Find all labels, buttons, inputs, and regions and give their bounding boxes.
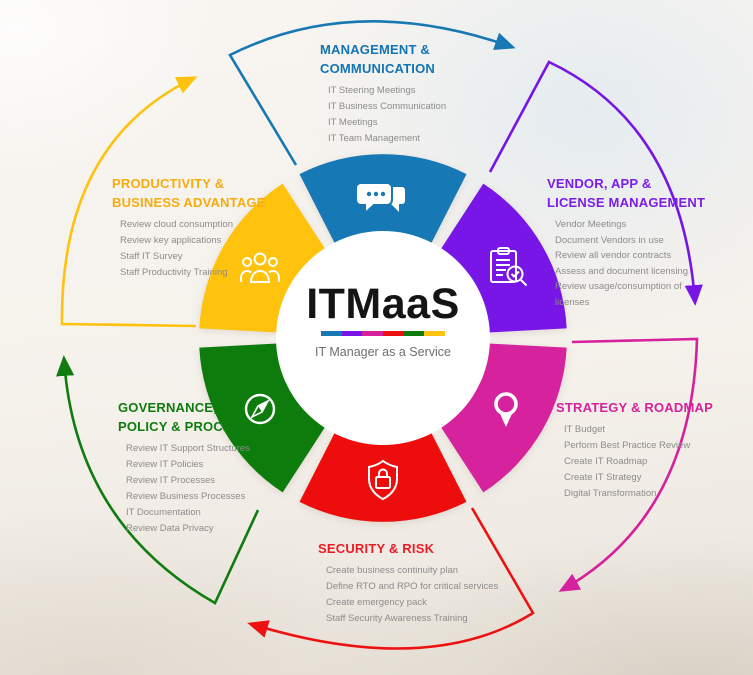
section-items: Review IT Support Structures Review IT P… [118, 441, 250, 537]
arrow-magenta [558, 337, 699, 592]
list-item: IT Steering Meetings [328, 85, 416, 96]
divider-segment [321, 331, 342, 336]
list-item: IT Business Communication [328, 101, 447, 112]
section-strategy-roadmap: STRATEGY & ROADMAP IT Budget Perform Bes… [556, 398, 713, 502]
list-item: IT Team Management [328, 133, 421, 144]
section-title: PRODUCTIVITY & BUSINESS ADVANTAGE [112, 176, 266, 210]
list-item: Staff IT Survey [120, 251, 183, 262]
list-item: IT Meetings [328, 117, 378, 128]
list-item: Digital Transformation [564, 488, 657, 499]
list-item: Create IT Roadmap [564, 456, 648, 467]
arrow-red [247, 507, 535, 650]
center-circle [276, 231, 490, 445]
segment-productivity-business [199, 183, 326, 333]
divider-segment [424, 331, 446, 336]
section-items: IT Steering Meetings IT Business Communi… [320, 83, 446, 147]
section-title: STRATEGY & ROADMAP [556, 400, 713, 415]
list-item: Create IT Strategy [564, 472, 642, 483]
clipboard-search-icon [490, 247, 528, 287]
section-governance-policy-process: GOVERNANCE, POLICY & PROCESS Review IT S… [118, 398, 250, 537]
arrow-green [56, 355, 260, 605]
segment-governance-policy [199, 343, 326, 493]
diagram-subtitle: IT Manager as a Service [315, 345, 451, 359]
section-items: Create business continuity plan Define R… [318, 563, 498, 627]
section-management-communication: MANAGEMENT & COMMUNICATION IT Steering M… [320, 40, 446, 147]
section-title: MANAGEMENT & COMMUNICATION [320, 42, 436, 76]
list-item: Perform Best Practice Review [564, 440, 691, 451]
section-vendor-app-license: VENDOR, APP & LICENSE MANAGEMENT Vendor … [547, 174, 711, 310]
center-divider [321, 331, 446, 336]
list-item: Vendor Meetings [555, 219, 627, 230]
people-group-icon [240, 252, 280, 283]
divider-segment [403, 331, 425, 336]
section-productivity-business: PRODUCTIVITY & BUSINESS ADVANTAGE Review… [112, 174, 266, 281]
shield-lock-icon [368, 459, 398, 501]
divider-segment [341, 331, 363, 336]
section-title: GOVERNANCE, POLICY & PROCESS [118, 400, 250, 434]
cycle-arrows [56, 20, 703, 650]
section-items: Vendor Meetings Document Vendors in use … [547, 217, 711, 310]
divider-segment [362, 331, 384, 336]
section-items: IT Budget Perform Best Practice Review C… [556, 422, 713, 502]
list-item: Document Vendors in use [555, 234, 664, 246]
list-item: Review IT Processes [126, 475, 216, 486]
chat-bubbles-icon [355, 182, 405, 216]
section-title: SECURITY & RISK [318, 541, 435, 556]
segment-vendor-app-license [440, 183, 567, 333]
list-item: Review cloud consumption [120, 219, 234, 230]
list-item: Review key applications [120, 235, 222, 246]
divider-segment [383, 331, 404, 336]
map-pin-icon [494, 392, 518, 427]
list-item: Define RTO and RPO for critical services [326, 581, 499, 592]
list-item: Review IT Support Structures [126, 443, 250, 454]
center-label: ITMaaS IT Manager as a Service [273, 281, 493, 359]
list-item: Review Business Processes [126, 491, 246, 502]
list-item: IT Budget [564, 424, 606, 435]
list-item: Review IT Policies [126, 459, 204, 470]
list-item: Create business continuity plan [326, 565, 459, 576]
diagram-title: ITMaaS [306, 280, 460, 328]
arrow-yellow [60, 76, 198, 328]
section-security-risk: SECURITY & RISK Create business continui… [318, 539, 498, 627]
list-item: Review all vendor contracts [555, 250, 672, 261]
arrow-purple [488, 60, 703, 306]
list-item: Create emergency pack [326, 597, 427, 608]
list-item: Staff Security Awareness Training [326, 613, 468, 624]
list-item: Review Data Privacy [126, 523, 214, 534]
list-item: Review usage/consumption of licenses [555, 281, 682, 308]
compass-icon [244, 393, 276, 425]
section-title: VENDOR, APP & LICENSE MANAGEMENT [547, 176, 706, 210]
section-items: Review cloud consumption Review key appl… [112, 217, 266, 281]
list-item: IT Documentation [126, 507, 201, 518]
list-item: Assess and document licensing [555, 265, 689, 277]
list-item: Staff Productivity Training [120, 267, 228, 278]
arrow-blue [228, 20, 516, 166]
